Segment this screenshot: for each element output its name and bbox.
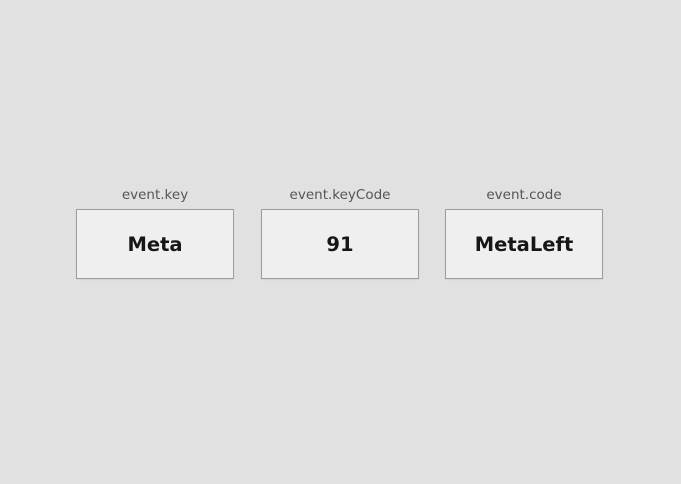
event-code-card: event.code MetaLeft	[445, 186, 603, 281]
event-code-label: event.code	[486, 187, 562, 203]
event-key-box: Meta	[76, 209, 234, 279]
event-keycode-label: event.keyCode	[289, 187, 391, 203]
key-info-cards: event.key Meta event.keyCode 91 event.co…	[76, 186, 603, 281]
event-keycode-box: 91	[261, 209, 419, 279]
event-code-value: MetaLeft	[474, 232, 574, 256]
event-key-card: event.key Meta	[76, 186, 234, 281]
event-keycode-value: 91	[326, 232, 354, 256]
event-keycode-card: event.keyCode 91	[261, 186, 419, 281]
event-code-box: MetaLeft	[445, 209, 603, 279]
event-key-label: event.key	[121, 187, 189, 203]
event-key-value: Meta	[127, 232, 183, 256]
